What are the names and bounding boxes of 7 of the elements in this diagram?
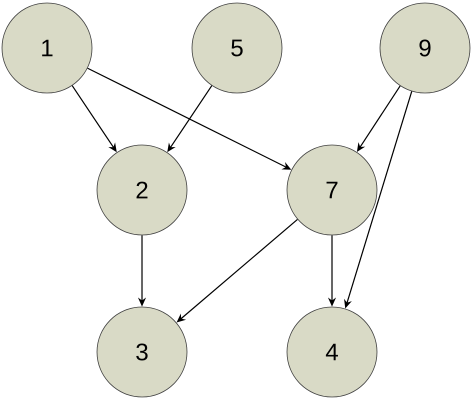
circle-node: 1 bbox=[2, 2, 92, 94]
circle-node: 7 bbox=[286, 144, 378, 236]
circle-node: 5 bbox=[192, 2, 282, 94]
circle-node: 2 bbox=[96, 144, 188, 236]
circle-node: 3 bbox=[96, 306, 188, 398]
circle-node: 9 bbox=[380, 2, 470, 94]
circle-node: 4 bbox=[286, 306, 378, 398]
